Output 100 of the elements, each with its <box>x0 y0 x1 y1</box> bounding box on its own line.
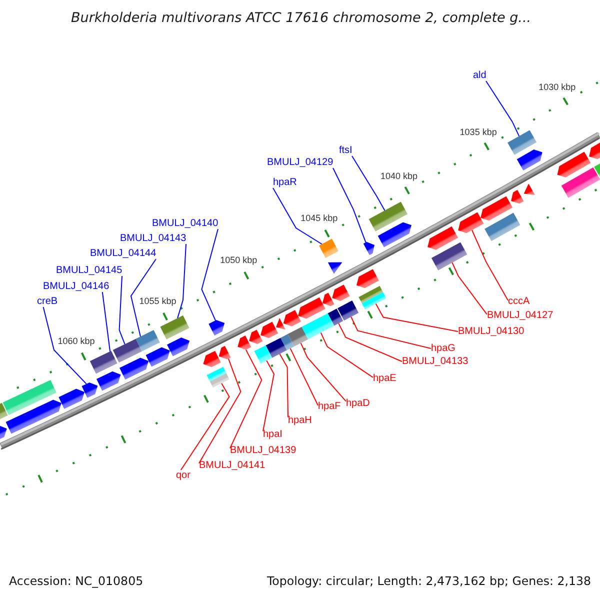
gene-block <box>328 262 342 274</box>
gene-label: hpaG <box>431 343 456 354</box>
gene-block <box>208 320 225 336</box>
gene-box <box>90 350 118 374</box>
gene-block <box>557 152 591 178</box>
gene-box <box>136 330 160 352</box>
gene-label: BMULJ_04146 <box>43 281 110 292</box>
tick-label: 1040 kbp <box>380 170 418 180</box>
leader-line <box>320 332 374 378</box>
gene-label: hpaH <box>288 415 312 426</box>
gene-label: hpaI <box>263 429 282 440</box>
gene-block <box>249 330 263 344</box>
gene-block <box>58 388 85 409</box>
gene-box <box>319 238 338 258</box>
gene-block <box>218 346 231 360</box>
gene-block <box>524 184 535 195</box>
leader-line <box>352 156 386 212</box>
gene-label: ald <box>473 70 486 81</box>
leader-line <box>350 316 432 349</box>
gene-label: hpaF <box>318 401 341 412</box>
leader-line <box>102 292 111 352</box>
leader-line <box>198 358 242 464</box>
gene-block <box>298 297 326 319</box>
tick-label: 1060 kbp <box>58 336 95 346</box>
gene-box <box>368 202 408 232</box>
genome-summary-text: Topology: circular; Length: 2,473,162 bp; Genes: 2,138 <box>266 574 591 588</box>
gene-block <box>203 350 221 368</box>
gene-box <box>206 366 230 388</box>
tick-label: 1050 kbp <box>220 255 258 266</box>
gene-label: BMULJ_04140 <box>152 218 218 229</box>
gene-box <box>288 326 308 346</box>
tick-label: 1030 kbp <box>538 82 576 92</box>
accession-text: Accession: NC_010805 <box>9 574 144 588</box>
gene-box <box>484 212 520 242</box>
gene-block <box>589 142 600 160</box>
gene-block <box>480 196 513 221</box>
gene-label: BMULJ_04143 <box>120 233 186 244</box>
gene-label: BMULJ_04145 <box>56 265 122 276</box>
gene-box <box>431 242 468 270</box>
gene-box <box>280 334 294 350</box>
gene-label: ftsI <box>339 145 352 156</box>
gene-block <box>516 150 542 171</box>
gene-label: BMULJ_04133 <box>402 356 468 367</box>
leader-line <box>290 348 318 406</box>
gene-box <box>0 402 8 420</box>
gene-block <box>82 382 98 398</box>
gene-box <box>266 338 287 358</box>
gene-block <box>356 269 379 288</box>
gene-box <box>338 300 359 321</box>
leader-line <box>230 349 262 449</box>
leader-line <box>300 342 346 402</box>
leader-line <box>201 228 218 321</box>
gene-box <box>561 167 600 198</box>
map-title: Burkholderia multivorans ATCC 17616 chromosome 2, complete g... <box>71 10 532 26</box>
gene-block <box>238 336 252 350</box>
gene-block <box>511 190 524 204</box>
gene-label: BMULJ_04130 <box>458 326 524 337</box>
gene-block <box>120 358 149 380</box>
gene-block <box>276 318 286 330</box>
leader-line <box>262 360 275 432</box>
tick-label: 1045 kbp <box>300 213 338 224</box>
gene-label: BMULJ_04144 <box>90 248 156 259</box>
gene-label: hpaR <box>273 177 297 188</box>
gene-block <box>167 338 190 356</box>
leader-line <box>130 258 156 338</box>
leader-line <box>272 188 322 245</box>
leader-line <box>452 262 488 315</box>
leader-line <box>279 353 288 418</box>
gene-label: qor <box>176 470 190 481</box>
leader-line <box>177 244 186 319</box>
gene-label: BMULJ_04139 <box>230 445 296 456</box>
gene-block <box>428 226 458 250</box>
gene-label: BMULJ_04127 <box>487 310 554 321</box>
gene-label: BMULJ_04129 <box>267 157 334 168</box>
gene-box <box>594 163 600 178</box>
gene-block <box>96 371 121 391</box>
leader-line <box>472 230 508 301</box>
tick-label: 1035 kbp <box>460 126 497 137</box>
leader-line <box>180 382 230 470</box>
gene-block <box>363 242 374 256</box>
gene-block <box>0 426 7 439</box>
gene-block <box>322 292 334 306</box>
leader-line <box>375 303 458 332</box>
gene-label: creB <box>37 296 58 307</box>
gene-box <box>328 308 344 326</box>
gene-label: hpaD <box>346 398 370 409</box>
gene-block <box>146 347 170 367</box>
gene-box <box>160 315 190 340</box>
gene-label: hpaE <box>373 373 396 384</box>
gene-block <box>458 212 484 234</box>
leader-line <box>332 168 366 243</box>
gene-box <box>254 345 272 364</box>
gene-box <box>358 286 386 310</box>
gene-block <box>378 222 412 248</box>
gene-label: cccA <box>508 296 530 307</box>
gene-box <box>508 130 537 155</box>
leader-line <box>42 306 87 384</box>
leader-line <box>338 322 402 362</box>
gene-box <box>2 380 56 416</box>
tick-label: 1055 kbp <box>139 296 176 306</box>
